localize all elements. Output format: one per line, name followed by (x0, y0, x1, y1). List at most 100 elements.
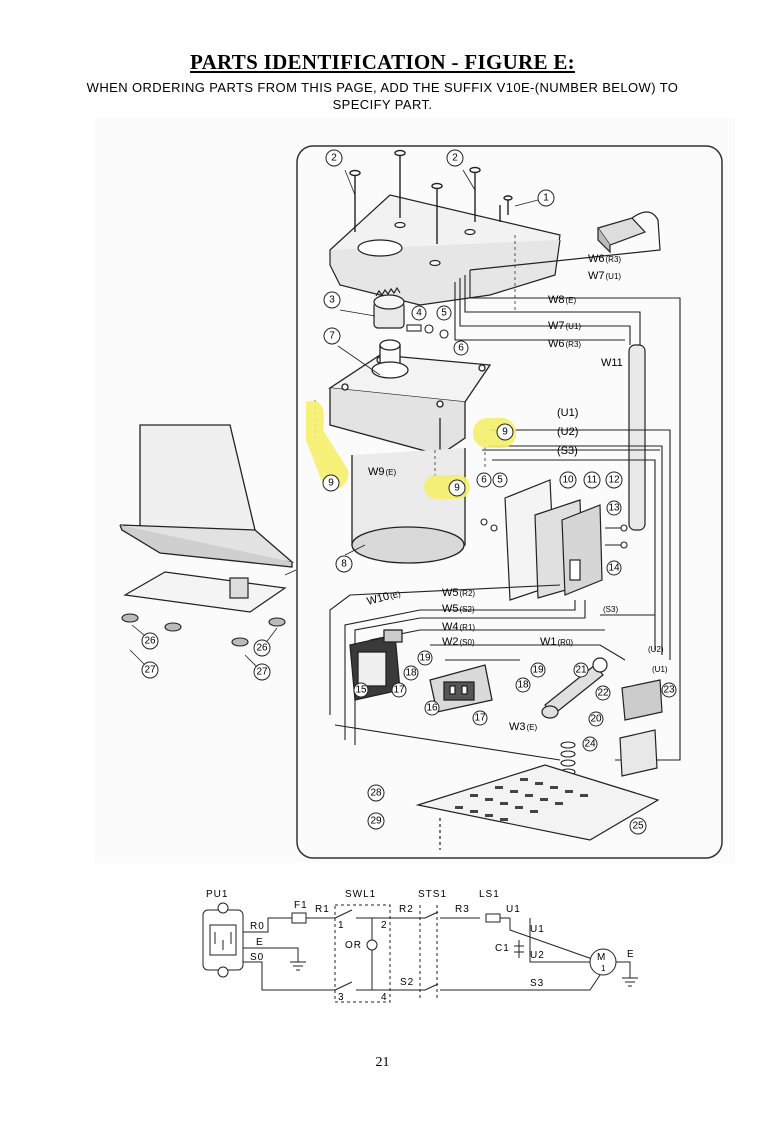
svg-text:W6(R3): W6(R3) (588, 253, 621, 265)
svg-text:W5(R2): W5(R2) (442, 587, 475, 599)
callout-18b: 18 (517, 680, 529, 691)
page-number: 21 (375, 1055, 390, 1070)
w7-top-code: (U1) (606, 272, 622, 281)
u2-label: (U2) (557, 426, 578, 438)
svg-text:W6(R3): W6(R3) (548, 338, 581, 350)
callout-23: 23 (663, 685, 675, 696)
callout-2a: 2 (331, 153, 337, 164)
w5-s2-code: (S2) (460, 605, 475, 614)
sch-s3: S3 (530, 978, 544, 989)
callout-5b: 5 (497, 475, 503, 486)
w9-code: (E) (386, 468, 397, 477)
callout-29: 29 (370, 816, 382, 827)
fuse-holder (541, 657, 608, 719)
screws-part-2 (349, 149, 513, 244)
sch-s2: S2 (400, 977, 414, 988)
svg-text:W1(R0): W1(R0) (540, 636, 573, 648)
sch-m1-sub: 1 (601, 964, 606, 973)
sch-or: OR (345, 940, 362, 951)
w6-top-code: (R3) (606, 255, 622, 264)
callout-6: 6 (458, 343, 464, 354)
u1-lower-label: (U1) (652, 665, 668, 674)
sch-pu1: PU1 (206, 889, 228, 900)
w11-sleeve (628, 344, 646, 531)
callout-9b: 9 (502, 427, 508, 438)
wiring-schematic (202, 902, 638, 1003)
small-screws (480, 518, 628, 549)
callout-19b: 19 (532, 665, 544, 676)
svg-text:W7(U1): W7(U1) (548, 320, 581, 332)
w7-top-label: W7 (588, 270, 605, 282)
sch-u2: U2 (530, 950, 545, 961)
w5-r2-label: W5 (442, 587, 459, 599)
callout-17a: 17 (393, 685, 405, 696)
callout-27b: 27 (256, 667, 268, 678)
sch-n3: 3 (338, 992, 345, 1003)
w8-label: W8 (548, 294, 565, 306)
callout-2b: 2 (452, 153, 458, 164)
hopper-cover (119, 424, 294, 568)
svg-text:W10(E): W10(E) (366, 587, 403, 608)
w6-top-label: W6 (588, 253, 605, 265)
sch-r2: R2 (399, 904, 414, 915)
callout-5: 5 (441, 308, 447, 319)
w11-label: W11 (601, 357, 623, 369)
w7-code: (U1) (566, 322, 582, 331)
base-plate (123, 571, 287, 613)
bottom-vent-plate (415, 764, 660, 850)
callout-9a: 9 (328, 478, 334, 489)
svg-text:W8(E): W8(E) (548, 294, 577, 306)
callout-13: 13 (608, 503, 620, 514)
w1-code: (R0) (558, 638, 574, 647)
w3-code: (E) (527, 723, 538, 732)
callout-26a: 26 (144, 636, 156, 647)
subtitle-line-1: WHEN ORDERING PARTS FROM THIS PAGE, ADD … (86, 80, 679, 95)
w6-label: W6 (548, 338, 565, 350)
sch-sts1: STS1 (418, 889, 447, 900)
svg-text:W4(R1): W4(R1) (442, 621, 475, 633)
callout-27a: 27 (144, 665, 156, 676)
sch-n4: 4 (381, 992, 388, 1003)
w8-code: (E) (566, 296, 577, 305)
w10-code: (E) (389, 589, 402, 601)
sch-u1: U1 (530, 924, 545, 935)
diagram-frame (296, 145, 723, 859)
sch-e-motor: E (627, 949, 635, 960)
callout-1: 1 (543, 193, 549, 204)
callout-20: 20 (590, 714, 602, 725)
terminal-block (619, 679, 663, 777)
w9-label: W9 (368, 466, 385, 478)
ordering-instructions: WHEN ORDERING PARTS FROM THIS PAGE, ADD … (60, 79, 705, 113)
callout-28: 28 (370, 788, 382, 799)
bracket-plate (504, 479, 603, 601)
callout-14: 14 (608, 563, 620, 574)
svg-text:W3(E): W3(E) (509, 721, 538, 733)
s3-label: (S3) (557, 445, 578, 457)
u2-lower-label: (U2) (648, 645, 664, 654)
sch-r3: R3 (455, 904, 470, 915)
svg-text:W5(S2): W5(S2) (442, 603, 475, 615)
callout-17b: 17 (474, 713, 486, 724)
sch-c1: C1 (495, 943, 510, 954)
callout-24: 24 (584, 739, 596, 750)
callout-19a: 19 (419, 653, 431, 664)
w1-label: W1 (540, 636, 557, 648)
limit-switch-top (469, 211, 661, 271)
wire-labels: W6(R3) W7(U1) W8(E) W7(U1) W6(R3) W11 (U… (366, 253, 668, 733)
callout-8: 8 (341, 559, 347, 570)
wire-harness (329, 270, 681, 761)
part-callout-numbers: 1 2 2 3 4 5 6 7 8 9 9 9 9 10 11 12 13 14… (144, 153, 675, 832)
w4-label: W4 (442, 621, 459, 633)
w6-code: (R3) (566, 340, 582, 349)
sch-f1: F1 (294, 900, 308, 911)
sch-n1: 1 (338, 920, 345, 931)
callout-25: 25 (632, 821, 644, 832)
sch-r1: R1 (315, 904, 330, 915)
svg-text:W7(U1): W7(U1) (588, 270, 621, 282)
callout-22: 22 (597, 688, 609, 699)
top-cover-plate (329, 194, 561, 306)
w5-r2-code: (R2) (460, 589, 476, 598)
set-screw-parts (406, 324, 449, 339)
w2-code: (S0) (460, 638, 475, 647)
